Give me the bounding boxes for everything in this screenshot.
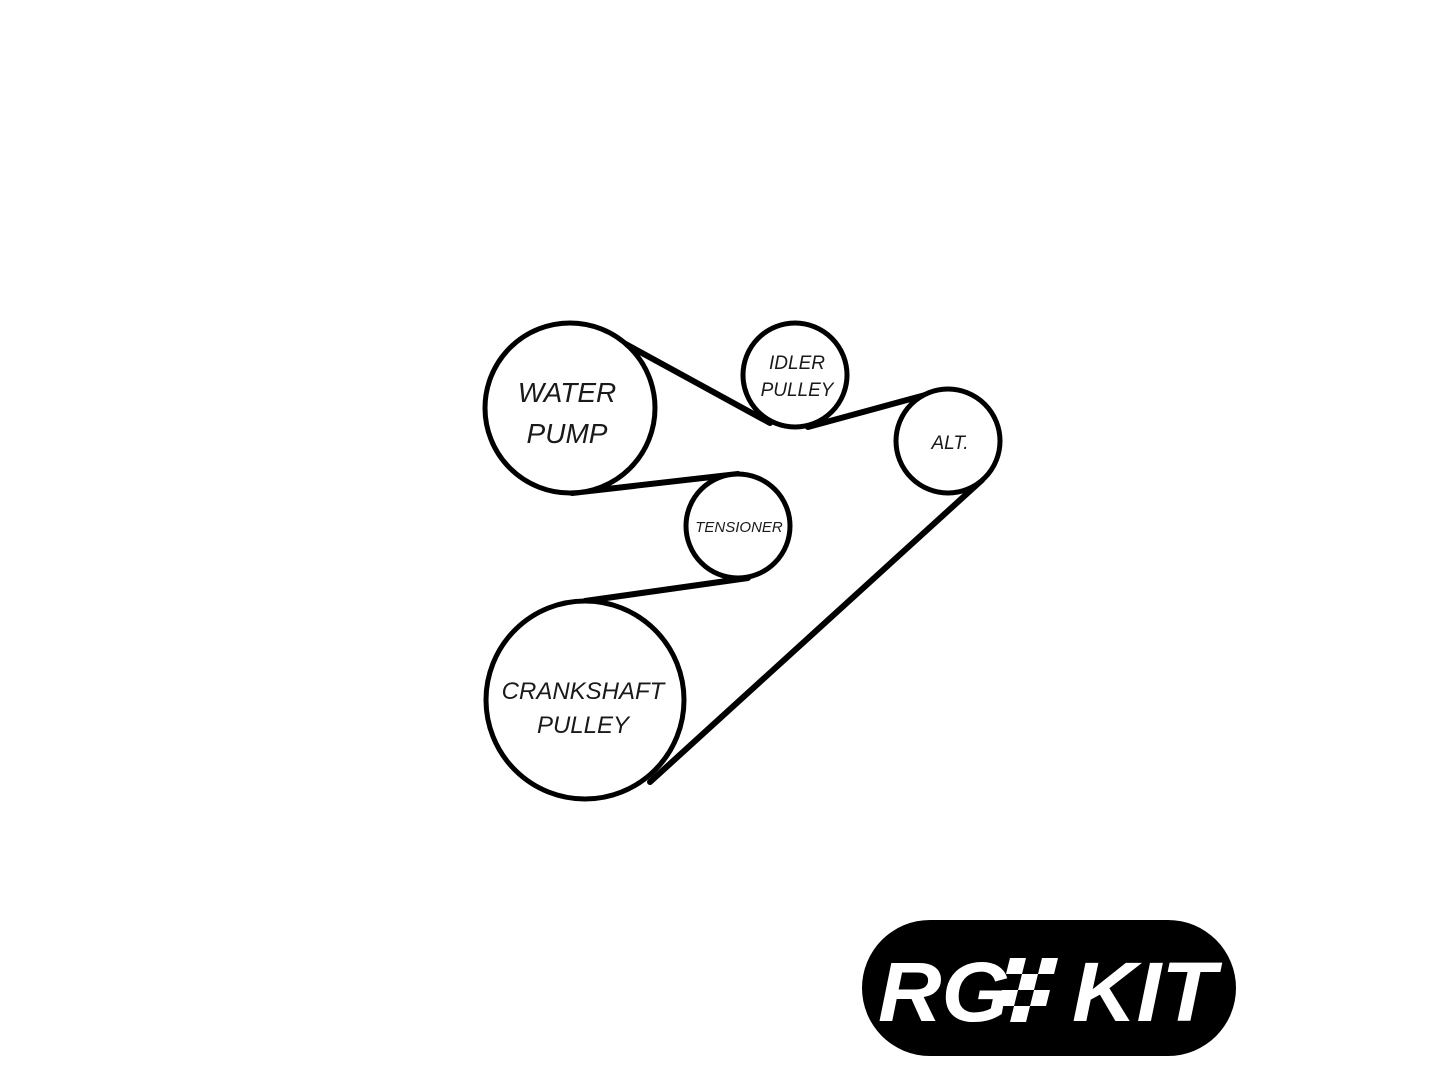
- alternator-pulley: ALT.: [893, 386, 1003, 496]
- logo-text-right: KIT: [1072, 945, 1223, 1039]
- belt-segment-crank-tensioner: [582, 575, 751, 604]
- checkered-flag-icon: [998, 958, 1058, 1022]
- logo-text-left: RG: [878, 945, 1010, 1039]
- tensioner-pulley: TENSIONER: [683, 471, 793, 581]
- alternator-label: ALT.: [931, 433, 969, 454]
- water-pump-label-line2: PUMP: [527, 418, 608, 449]
- water-pump-pulley: WATER PUMP: [482, 320, 658, 496]
- idler-pulley: IDLER PULLEY: [740, 320, 850, 430]
- crankshaft-label-line2: PULLEY: [537, 712, 631, 739]
- belt-segment-alt-crank: [647, 477, 985, 785]
- idler-label-line1: IDLER: [769, 353, 825, 374]
- crankshaft-label-line1: CRANKSHAFT: [502, 678, 667, 705]
- water-pump-label-line1: WATER: [518, 377, 617, 408]
- rgkit-logo: RG KIT: [862, 920, 1236, 1056]
- crankshaft-pulley: CRANKSHAFT PULLEY: [483, 598, 687, 802]
- tensioner-label: TENSIONER: [695, 519, 783, 536]
- idler-label-line2: PULLEY: [761, 380, 835, 401]
- logo-badge: [862, 920, 1236, 1056]
